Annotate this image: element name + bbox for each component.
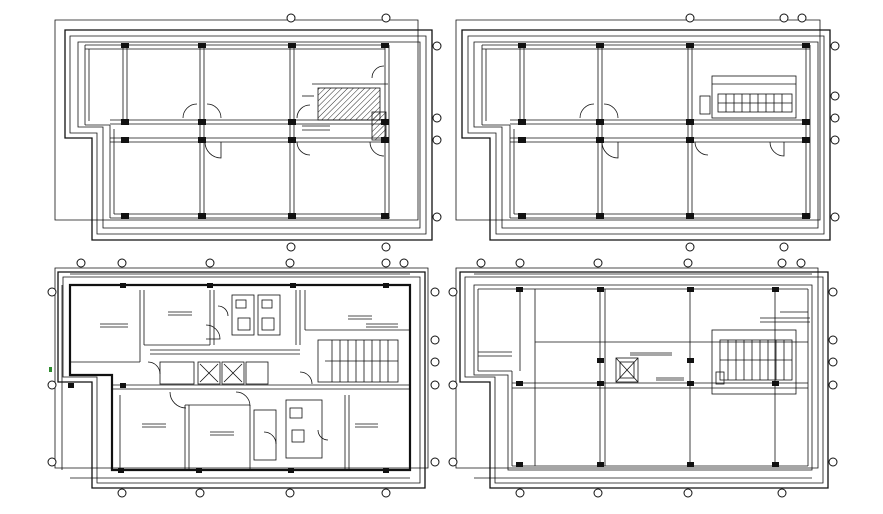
stair-detail xyxy=(699,75,797,119)
origin-marker xyxy=(49,367,52,372)
shaft-opening xyxy=(615,352,684,383)
top-right-plan xyxy=(455,13,840,252)
bottom-left-plan xyxy=(47,258,440,498)
top-left-plan xyxy=(54,13,442,252)
stair-hatch xyxy=(317,87,381,121)
bottom-right-plan xyxy=(448,258,838,498)
roof-stair xyxy=(711,311,810,395)
